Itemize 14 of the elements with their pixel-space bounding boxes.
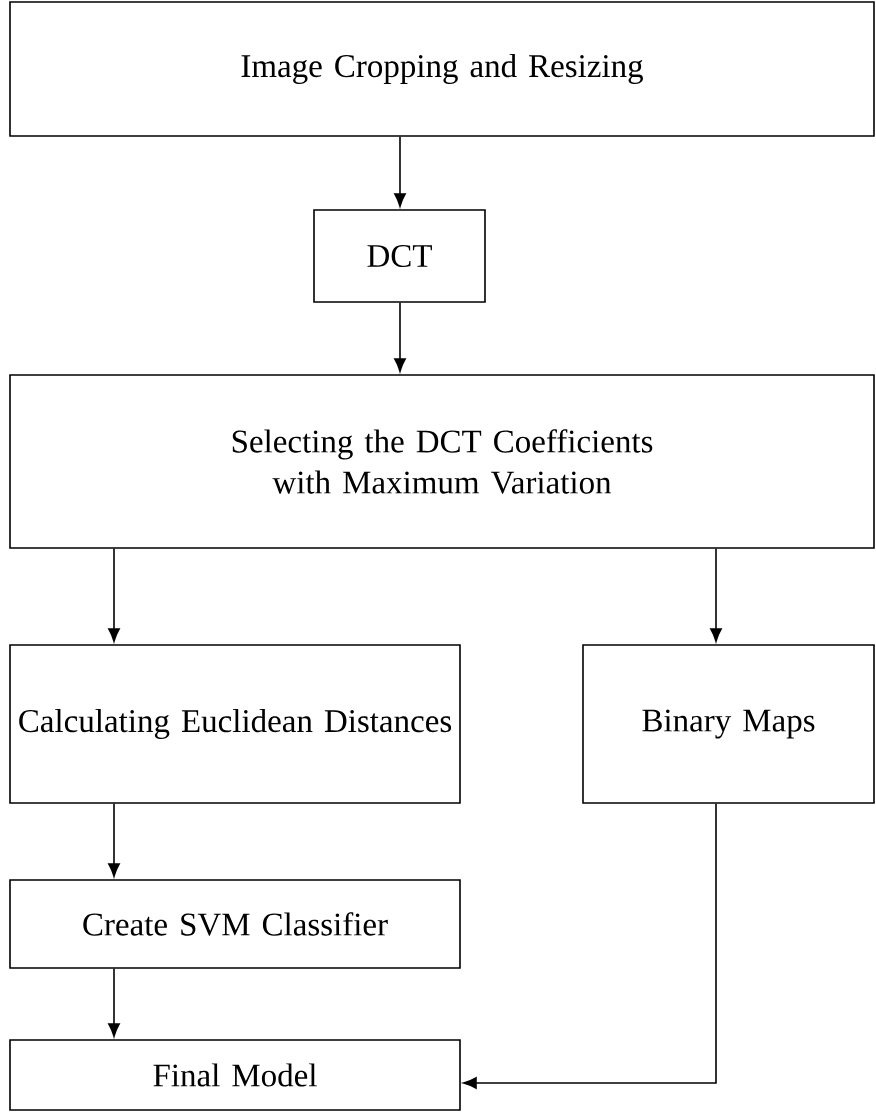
process-box: Binary Maps xyxy=(582,644,875,804)
process-box: DCT xyxy=(313,209,486,303)
arrow xyxy=(394,136,406,207)
arrow xyxy=(710,548,722,642)
process-box: Calculating Euclidean Distances xyxy=(9,644,461,804)
process-box: Image Cropping and Resizing xyxy=(9,1,875,137)
process-box: Create SVM Classifier xyxy=(9,879,461,969)
arrow xyxy=(108,968,120,1037)
arrow xyxy=(108,548,120,642)
arrow xyxy=(394,302,406,372)
process-box: Final Model xyxy=(9,1039,461,1111)
process-box: Selecting the DCT Coefficients with Maximum Variation xyxy=(9,374,875,549)
arrow xyxy=(463,803,717,1089)
arrow xyxy=(108,803,120,877)
